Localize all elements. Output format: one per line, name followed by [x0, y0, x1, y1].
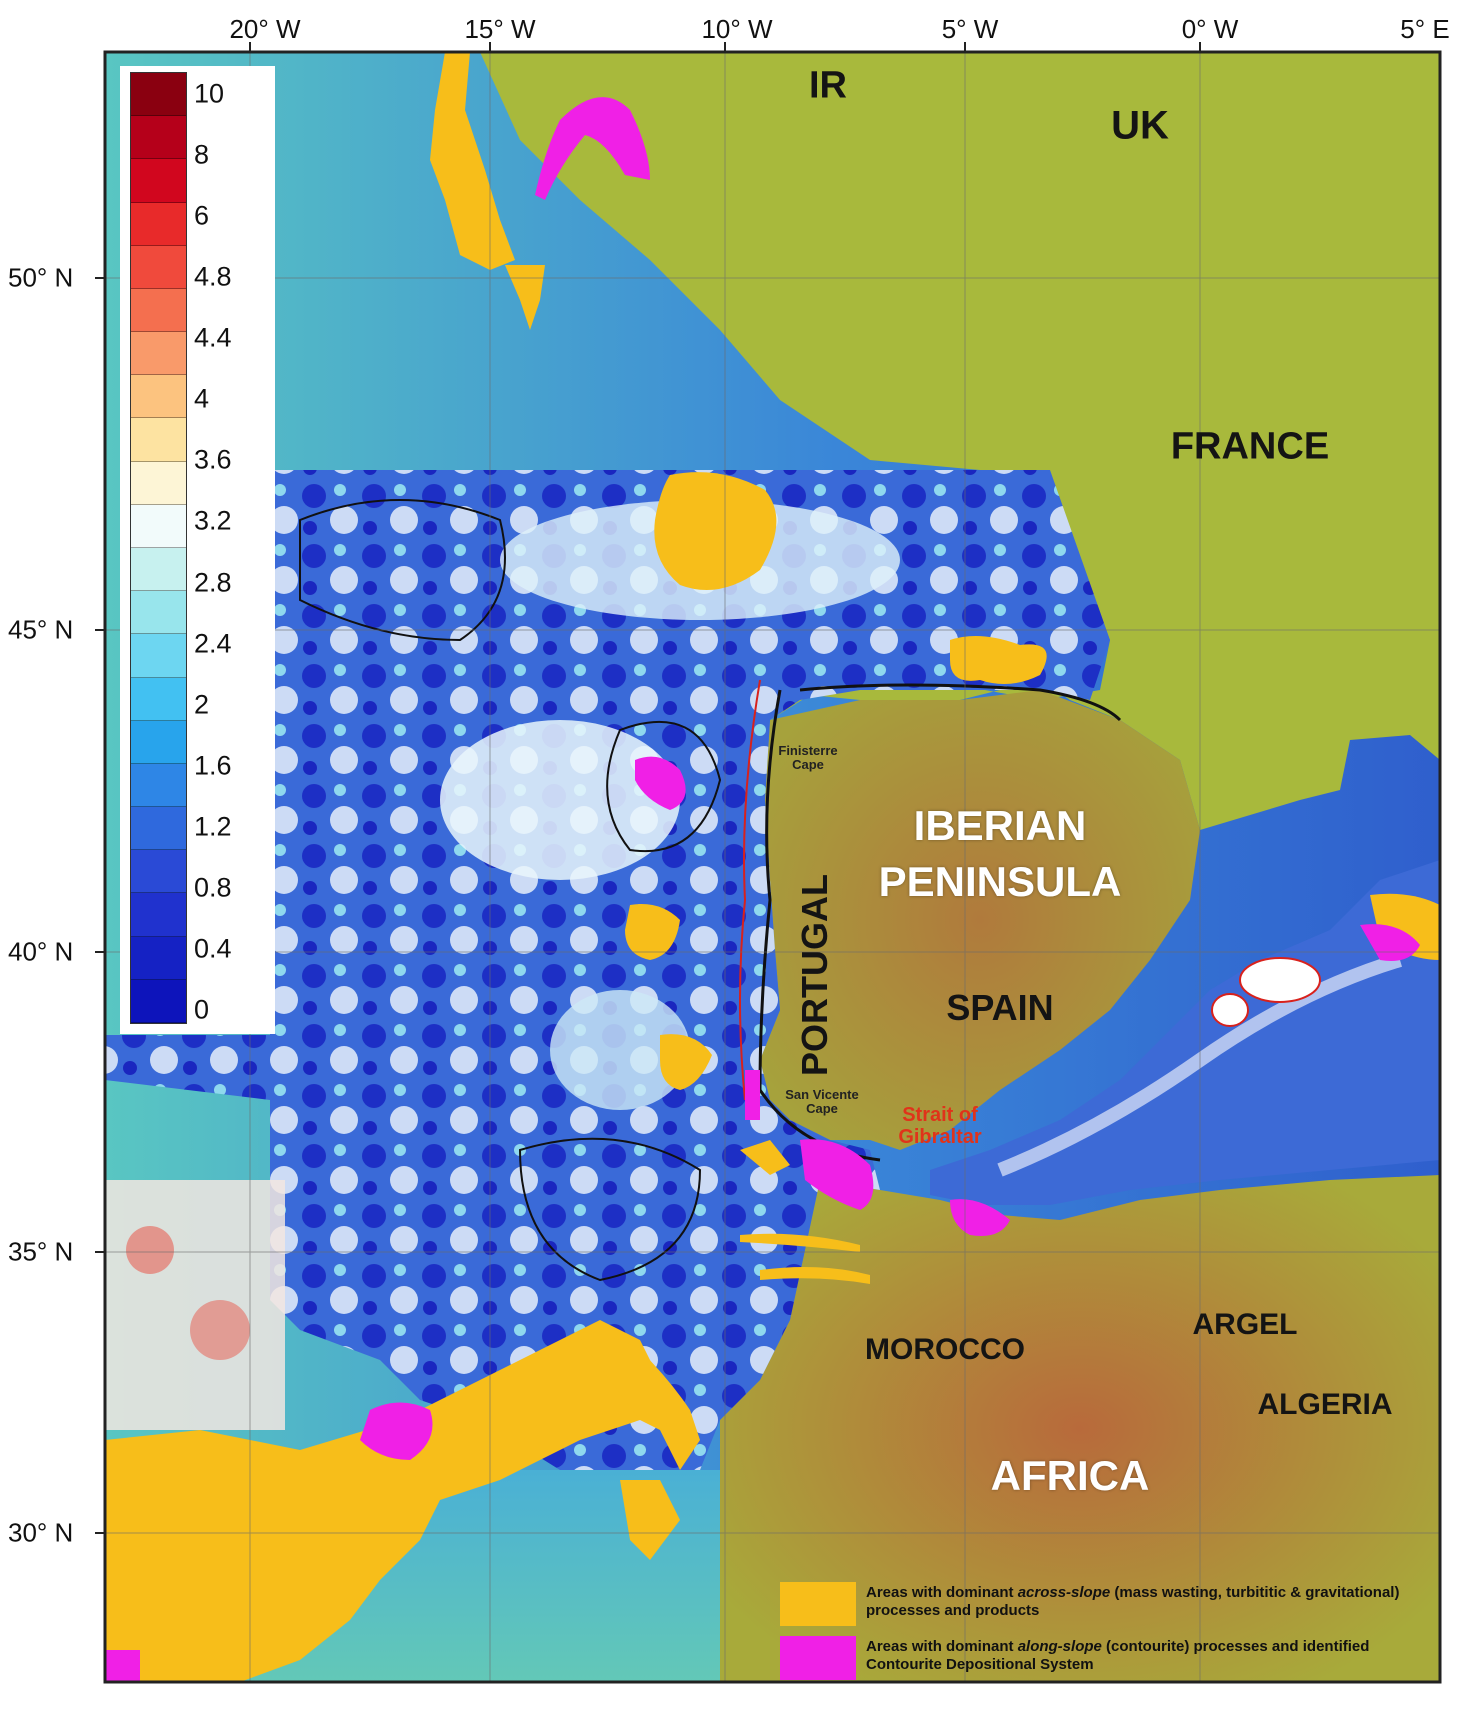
legend-text-across-slope: Areas with dominant across-slope (mass w…	[866, 1584, 1400, 1619]
lat-label-35n: 35° N	[8, 1236, 74, 1267]
label-africa: AFRICA	[990, 1452, 1150, 1499]
color-scale-band	[131, 375, 186, 419]
color-scale-band	[131, 591, 186, 635]
color-scale-legend: 10 8 6 4.8 4.4 4 3.6 3.2 2.8 2.4 2 1.6 1.2 0.8 0.4 0	[120, 66, 275, 1034]
color-scale-band	[131, 245, 186, 289]
lon-label-20w: 20° W	[229, 14, 301, 44]
legend-swatch-along-slope	[780, 1636, 856, 1680]
label-san-vicente-cape: San Vicente Cape	[785, 1087, 859, 1116]
color-scale-band	[131, 288, 186, 333]
lon-label-5w: 5° W	[941, 14, 999, 44]
africa-land	[720, 1175, 1440, 1682]
color-scale-band	[131, 548, 186, 592]
along-slope-areas	[105, 97, 1420, 1682]
color-scale-tick-label: 2	[194, 689, 210, 720]
legend-text-along-slope: Areas with dominant along-slope (contour…	[866, 1638, 1370, 1673]
lon-label-5e: 5° E	[1400, 14, 1450, 44]
label-morocco: MOROCCO	[865, 1333, 1025, 1366]
color-scale-band	[131, 677, 186, 721]
bay-of-biscay	[105, 470, 1110, 1470]
color-scale-tick-label: 4	[194, 383, 210, 414]
color-scale-tick-label: 2.4	[194, 628, 232, 659]
iberian-peninsula-land	[760, 690, 1200, 1150]
color-scale-tick-label: 4.8	[194, 261, 232, 292]
color-scale-tick-label: 0.8	[194, 872, 232, 903]
color-scale-band	[131, 850, 186, 894]
color-scale-band	[131, 504, 186, 548]
color-scale-bar	[130, 72, 187, 1024]
color-scale-band	[131, 720, 186, 764]
color-scale-band	[131, 936, 186, 980]
color-scale-band	[131, 418, 186, 462]
legend-along-slope: Areas with dominant along-slope (contour…	[780, 1636, 1450, 1684]
color-scale-band	[131, 202, 186, 246]
legend-across-slope: Areas with dominant across-slope (mass w…	[780, 1582, 1450, 1630]
label-algeria: ALGERIA	[1257, 1388, 1393, 1421]
lat-label-40n: 40° N	[8, 936, 74, 967]
legend-swatch-across-slope	[780, 1582, 856, 1626]
label-finisterre-cape: Finisterre Cape	[778, 743, 838, 772]
label-france: FRANCE	[1170, 425, 1330, 468]
color-scale-band	[131, 979, 186, 1023]
color-scale-band	[131, 807, 186, 851]
label-ireland: IR	[809, 64, 847, 107]
label-argel: ARGEL	[1192, 1308, 1298, 1341]
color-scale-band	[131, 763, 186, 808]
color-scale-band	[131, 73, 186, 117]
color-scale-band	[131, 159, 186, 203]
map-frame	[103, 50, 1442, 1684]
color-scale-band	[131, 893, 186, 937]
lon-label-0w: 0° W	[1181, 14, 1239, 44]
color-scale-tick-label: 8	[194, 139, 210, 170]
label-peninsula: PENINSULA	[878, 858, 1122, 905]
mediterranean-sea	[930, 860, 1440, 1205]
lat-label-45n: 45° N	[8, 614, 74, 645]
color-scale-tick-label: 3.2	[194, 505, 232, 536]
label-spain: SPAIN	[946, 987, 1054, 1028]
lon-label-15w: 15° W	[464, 14, 536, 44]
lat-label-50n: 50° N	[8, 262, 74, 293]
lat-label-30n: 30° N	[8, 1517, 74, 1548]
lon-label-10w: 10° W	[701, 14, 773, 44]
label-iberian: IBERIAN	[913, 802, 1087, 849]
color-scale-band	[131, 461, 186, 505]
color-scale-tick-label: 1.2	[194, 811, 232, 842]
color-scale-band	[131, 332, 186, 376]
label-portugal: PORTUGAL	[794, 874, 835, 1076]
label-uk: UK	[1111, 103, 1169, 148]
color-scale-tick-label: 0.4	[194, 933, 232, 964]
label-strait-of-gibraltar: Strait of Gibraltar	[898, 1104, 982, 1148]
color-scale-tick-label: 2.8	[194, 567, 232, 598]
color-scale-tick-label: 1.6	[194, 750, 232, 781]
color-scale-band	[131, 634, 186, 678]
across-slope-areas	[105, 52, 1440, 1682]
color-scale-tick-label: 6	[194, 200, 210, 231]
color-scale-tick-label: 4.4	[194, 322, 232, 353]
color-scale-tick-label: 3.6	[194, 444, 232, 475]
color-scale-tick-label: 10	[194, 78, 225, 109]
color-scale-tick-label: 0	[194, 994, 210, 1025]
color-scale-band	[131, 116, 186, 160]
